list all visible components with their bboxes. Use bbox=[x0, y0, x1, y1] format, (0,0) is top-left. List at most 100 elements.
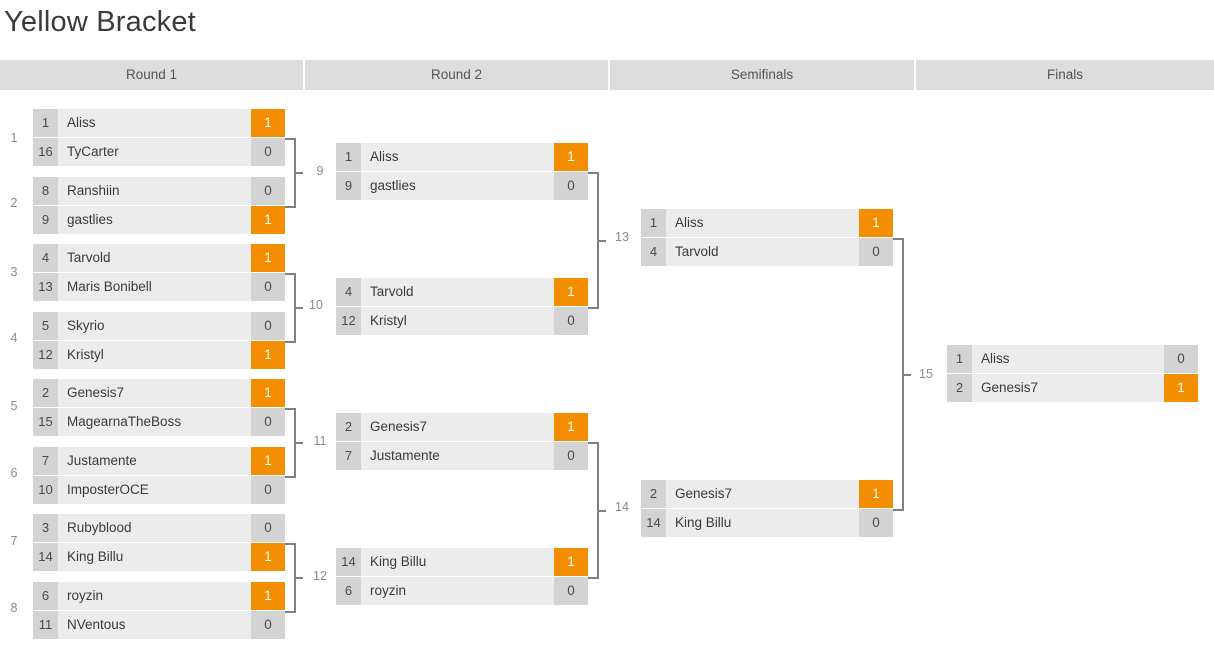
bracket-connector-line bbox=[285, 611, 294, 613]
competitor-name: King Billu bbox=[361, 548, 554, 576]
bracket-connector-line bbox=[285, 273, 294, 275]
seed-number: 10 bbox=[33, 476, 58, 504]
seed-number: 8 bbox=[33, 177, 58, 205]
seed-number: 6 bbox=[33, 582, 58, 610]
score-winner: 1 bbox=[1164, 374, 1198, 402]
competitor-name: Justamente bbox=[58, 447, 251, 475]
score: 0 bbox=[554, 442, 588, 470]
score: 0 bbox=[859, 509, 893, 537]
bracket-connector-line bbox=[285, 341, 294, 343]
seed-number: 6 bbox=[336, 577, 361, 605]
match-index-11: 11 bbox=[313, 434, 327, 448]
bracket-connector-line bbox=[285, 138, 294, 140]
score-winner: 1 bbox=[251, 244, 285, 272]
competitor-name: Genesis7 bbox=[666, 480, 859, 508]
competitor-name: Maris Bonibell bbox=[58, 273, 251, 301]
score: 0 bbox=[554, 172, 588, 200]
seed-number: 9 bbox=[33, 206, 58, 234]
seed-number: 12 bbox=[336, 307, 361, 335]
bracket-connector-line bbox=[588, 442, 597, 444]
score: 0 bbox=[251, 514, 285, 542]
seed-number: 4 bbox=[336, 278, 361, 306]
score: 0 bbox=[251, 476, 285, 504]
match-index-12: 12 bbox=[313, 569, 327, 583]
competitor-name: Aliss bbox=[361, 143, 554, 171]
seed-number: 2 bbox=[641, 480, 666, 508]
bracket-connector-line bbox=[285, 408, 294, 410]
competitor-name: royzin bbox=[361, 577, 554, 605]
seed-number: 12 bbox=[33, 341, 58, 369]
competitor-name: Aliss bbox=[666, 209, 859, 237]
score: 0 bbox=[554, 307, 588, 335]
seed-number: 1 bbox=[33, 109, 58, 137]
bracket-connector-line bbox=[597, 509, 606, 512]
competitor-name: royzin bbox=[58, 582, 251, 610]
score-winner: 1 bbox=[554, 548, 588, 576]
score: 0 bbox=[251, 408, 285, 436]
seed-number: 1 bbox=[336, 143, 361, 171]
bracket-connector-line bbox=[588, 172, 597, 174]
seed-number: 2 bbox=[947, 374, 972, 402]
competitor-name: Ranshiin bbox=[58, 177, 251, 205]
round-header-3: Semifinals bbox=[610, 60, 914, 90]
bracket-connector-line bbox=[294, 577, 303, 579]
bracket-connector-line bbox=[294, 172, 303, 174]
score-winner: 1 bbox=[251, 206, 285, 234]
bracket-connector-line bbox=[588, 577, 597, 579]
seed-number: 3 bbox=[33, 514, 58, 542]
seed-number: 4 bbox=[33, 244, 58, 272]
page-title: Yellow Bracket bbox=[4, 6, 196, 38]
match-index-1: 1 bbox=[10, 131, 18, 145]
bracket-connector-line bbox=[285, 476, 294, 478]
score-winner: 1 bbox=[251, 447, 285, 475]
score: 0 bbox=[251, 273, 285, 301]
seed-number: 5 bbox=[33, 312, 58, 340]
